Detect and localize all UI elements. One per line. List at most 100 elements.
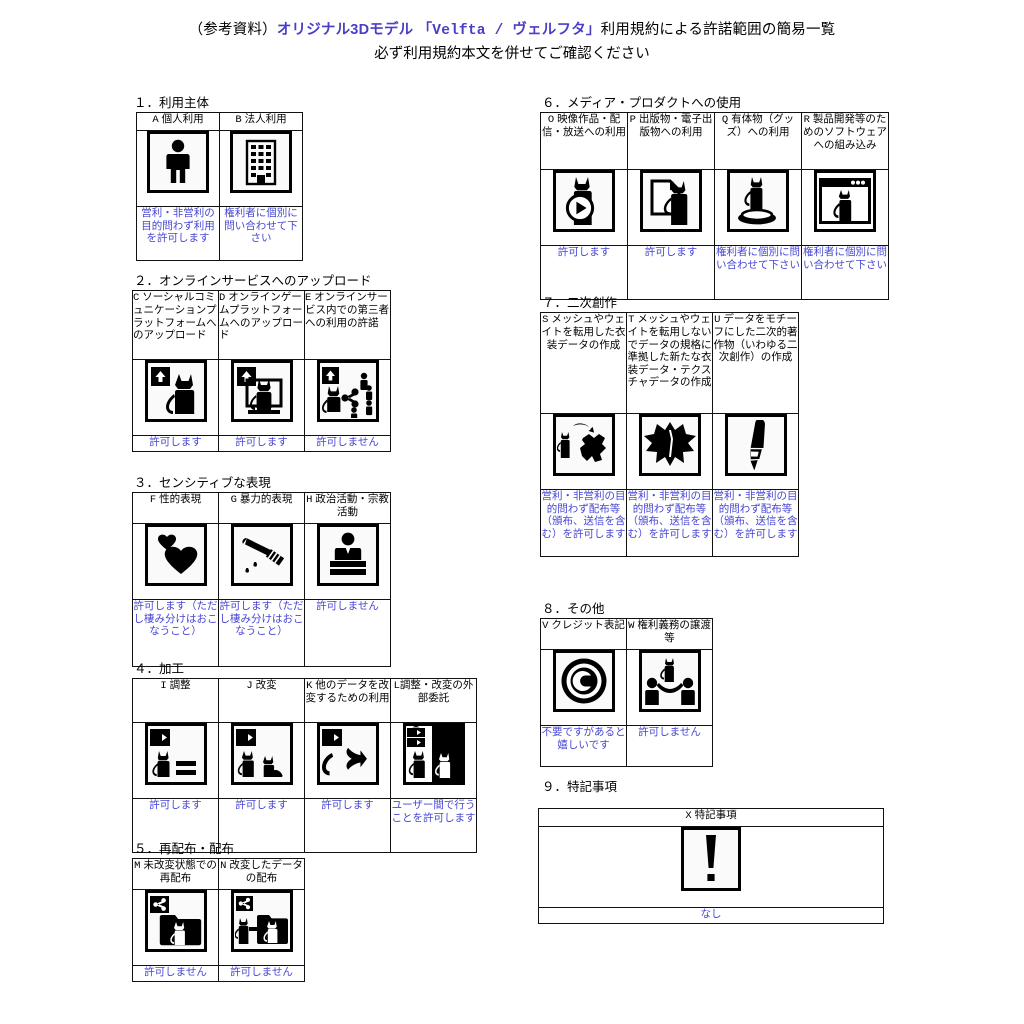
- cell-header-N: N 改変したデータの配布: [218, 858, 305, 890]
- item-letter: O: [547, 114, 555, 126]
- table-note-row: なし: [538, 907, 884, 924]
- item-letter: M: [134, 860, 141, 872]
- table-icon-row: [538, 826, 884, 908]
- item-letter: B: [235, 114, 242, 126]
- cell-header-M: M 未改変状態での再配布: [132, 858, 219, 890]
- table-note-row: 不要ですがあると嬉しいです 許可しません: [540, 725, 713, 767]
- table-note-row: 許可しません 許可しません: [132, 965, 305, 982]
- cat-to-clothing-icon: [552, 414, 615, 476]
- cell-header-O: O 映像作品・配信・放送への利用: [540, 112, 628, 170]
- table-header-row: C ソーシャルコミュニケーションプラットフォームへのアップロード D オンライン…: [132, 290, 391, 360]
- cell-note-M: 許可しません: [132, 965, 219, 982]
- page-title: （参考資料）オリジナル3Dモデル 「Velfta / ヴェルフタ」利用規約による…: [0, 20, 1024, 64]
- cat-to-other-icon: [316, 723, 379, 785]
- cell-note-W: 許可しません: [626, 725, 713, 767]
- cell-note-F: 許可します（ただし棲み分けはおこなうこと）: [132, 599, 219, 667]
- copyright-icon: [552, 650, 615, 712]
- cell-note-Q: 権利者に個別に問い合わせて下さい: [714, 245, 802, 300]
- section-heading-8: ８．その他: [542, 602, 605, 616]
- cat-document-icon: [640, 170, 702, 232]
- cell-icon-S: [540, 413, 627, 490]
- cat-outsource-icon: [402, 723, 465, 785]
- cell-note-I: 許可します: [132, 798, 219, 853]
- item-letter: I: [160, 680, 167, 692]
- section-heading-2: ２．オンラインサービスへのアップロード: [134, 274, 372, 288]
- cell-header-P: P 出版物・電子出版物への利用: [627, 112, 715, 170]
- table-note-row: 営利・非営利の目的問わず配布等（頒布、送信を含む）を許可します 営利・非営利の目…: [540, 489, 799, 557]
- upload-cat-monitor-icon: [230, 360, 293, 422]
- item-label: ソーシャルコミュニケーションプラットフォームへのアップロード: [133, 291, 217, 342]
- cell-header-G: G 暴力的表現: [218, 492, 305, 524]
- cell-note-G: 許可します（ただし棲み分けはおこなうこと）: [218, 599, 305, 667]
- cell-icon-D: [218, 359, 305, 436]
- table-note-row: 営利・非営利の目的問わず利用を許可します 権利者に個別に問い合わせて下さい: [136, 206, 303, 261]
- table-note-row: 許可します（ただし棲み分けはおこなうこと） 許可します（ただし棲み分けはおこなう…: [132, 599, 391, 667]
- item-label: 個人利用: [161, 113, 204, 125]
- item-letter: V: [542, 620, 549, 632]
- table-icon-row: [132, 359, 391, 436]
- item-letter: Q: [721, 114, 729, 126]
- cell-note-X: なし: [538, 907, 884, 924]
- section-heading-6: ６．メディア・プロダクトへの使用: [542, 96, 742, 110]
- item-letter: U: [714, 314, 721, 326]
- cat-transfer-people-icon: [638, 650, 701, 712]
- share-folder-cat-icon: [144, 890, 207, 952]
- person-icon: [147, 131, 209, 193]
- cell-header-D: D オンラインゲームプラットフォームへのアップロード: [218, 290, 305, 360]
- cell-header-Q: Q 有体物（グッズ）への利用: [714, 112, 802, 170]
- cell-note-A: 営利・非営利の目的問わず利用を許可します: [136, 206, 220, 261]
- building-icon: [230, 131, 292, 193]
- clothing-icon: [638, 414, 701, 476]
- table-header-row: F 性的表現 G 暴力的表現 H 政治活動・宗教活動: [132, 492, 391, 524]
- item-label: オンラインサービス内での第三者への利用の許諾: [305, 291, 389, 329]
- item-label: 権利義務の譲渡等: [637, 619, 711, 645]
- item-letter: H: [306, 494, 313, 506]
- section-table-7: S メッシュやウェイトを転用した衣装データの作成 T メッシュやウェイトを転用し…: [540, 312, 799, 557]
- cell-header-A: A 個人利用: [136, 112, 220, 131]
- cell-note-K: 許可します: [304, 798, 391, 853]
- item-letter: K: [306, 680, 313, 692]
- table-icon-row: [540, 169, 889, 246]
- table-header-row: A 個人利用 B 法人利用: [136, 112, 303, 131]
- item-label: データをモチーフにした二次的著作物（いわゆる二次創作）の作成: [713, 313, 798, 364]
- cell-note-T: 営利・非営利の目的問わず配布等（頒布、送信を含む）を許可します: [626, 489, 713, 557]
- section-heading-9: ９．特記事項: [542, 780, 618, 794]
- item-label: 出版物・電子出版物への利用: [638, 113, 713, 139]
- cell-note-L: ユーザー間で行うことを許可します: [390, 798, 477, 853]
- section-heading-4: ４．加工: [134, 662, 185, 676]
- cell-note-V: 不要ですがあると嬉しいです: [540, 725, 627, 767]
- title-accent-name: 「Velfta / ヴェルフタ」: [417, 23, 601, 39]
- cell-icon-O: [540, 169, 628, 246]
- cat-equals-icon: [144, 723, 207, 785]
- cell-note-S: 営利・非営利の目的問わず配布等（頒布、送信を含む）を許可します: [540, 489, 627, 557]
- cell-header-J: J 改変: [218, 678, 305, 723]
- cell-icon-B: [219, 130, 303, 207]
- table-header-row: S メッシュやウェイトを転用した衣装データの作成 T メッシュやウェイトを転用し…: [540, 312, 799, 414]
- section-table-5: M 未改変状態での再配布 N 改変したデータの配布 許可しません 許可しません: [132, 858, 305, 982]
- item-letter: S: [542, 314, 549, 326]
- cell-icon-M: [132, 889, 219, 966]
- item-label: 未改変状態での再配布: [143, 859, 217, 885]
- table-icon-row: [136, 130, 303, 207]
- cell-note-P: 許可します: [627, 245, 715, 300]
- cell-note-N: 許可しません: [218, 965, 305, 982]
- title-line-2: 必ず利用規約本文を併せてご確認ください: [374, 46, 650, 62]
- section-table-3: F 性的表現 G 暴力的表現 H 政治活動・宗教活動 許可します（ただし棲み分け…: [132, 492, 391, 667]
- cell-icon-V: [540, 649, 627, 726]
- section-heading-1: １．利用主体: [134, 96, 210, 110]
- item-letter: F: [149, 494, 157, 506]
- item-label: 他のデータを改変するための利用: [305, 679, 390, 705]
- item-letter: J: [246, 680, 253, 692]
- cell-note-U: 営利・非営利の目的問わず配布等（頒布、送信を含む）を許可します: [712, 489, 799, 557]
- table-header-row: I 調整 J 改変 K 他のデータを改変するための利用 L調整・改変の外部委託: [132, 678, 477, 723]
- podium-speaker-icon: [316, 524, 379, 586]
- table-header-row: O 映像作品・配信・放送への利用 P 出版物・電子出版物への利用 Q 有体物（グ…: [540, 112, 889, 170]
- cell-icon-X: [538, 826, 884, 908]
- cell-icon-T: [626, 413, 713, 490]
- cell-header-H: H 政治活動・宗教活動: [304, 492, 391, 524]
- cat-play-icon: [553, 170, 615, 232]
- item-label: オンラインゲームプラットフォームへのアップロード: [219, 291, 303, 342]
- cell-icon-A: [136, 130, 220, 207]
- table-icon-row: [540, 413, 799, 490]
- share-folder-modified-cat-icon: [230, 890, 293, 952]
